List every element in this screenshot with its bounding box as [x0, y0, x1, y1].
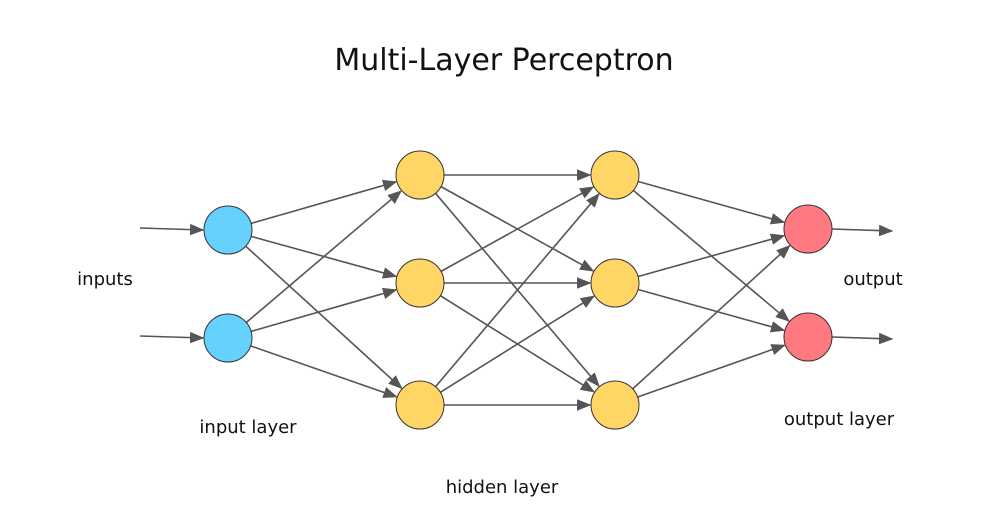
edge-l2n1-l3n0	[637, 233, 786, 278]
edge-l0n1-l1n0	[245, 190, 403, 324]
node-hidden-2-1	[590, 258, 640, 308]
diagram-title: Multi-Layer Perceptron	[334, 43, 673, 78]
edge-l1n1-l2n0	[440, 186, 595, 273]
edge-l2n2-l3n1	[637, 344, 786, 398]
hidden-layer-label: hidden layer	[446, 477, 559, 498]
node-input-0	[203, 205, 253, 255]
output-arrow-1	[831, 332, 894, 345]
edges-group	[139, 169, 894, 411]
edge-l0n1-l1n1	[250, 287, 398, 333]
node-output-0	[783, 204, 833, 254]
input-arrow-0	[139, 223, 205, 236]
input-layer-label: input layer	[199, 417, 297, 438]
input-arrow-1	[139, 331, 205, 344]
node-hidden-1-1	[395, 258, 445, 308]
edge-l2n1-l3n1	[637, 288, 786, 333]
node-output-1	[783, 312, 833, 362]
output-label: output	[843, 269, 902, 290]
node-hidden-1-2	[395, 380, 445, 430]
nodes-group	[203, 150, 833, 430]
edge-l0n0-l1n2	[245, 245, 403, 390]
edge-l1n2-l2n1	[439, 295, 596, 393]
node-input-1	[203, 313, 253, 363]
output-layer-label: output layer	[784, 409, 895, 430]
output-arrow-0	[831, 224, 894, 237]
edge-l0n0-l1n0	[250, 179, 398, 225]
edge-l1n2-l2n0	[434, 192, 600, 388]
inputs-label: inputs	[77, 269, 133, 290]
node-hidden-1-0	[395, 150, 445, 200]
edge-l2n0-l3n0	[637, 180, 786, 225]
node-hidden-2-0	[590, 150, 640, 200]
edge-l0n1-l1n2	[250, 345, 398, 398]
edge-l2n2-l3n0	[632, 244, 791, 390]
node-hidden-2-2	[590, 380, 640, 430]
